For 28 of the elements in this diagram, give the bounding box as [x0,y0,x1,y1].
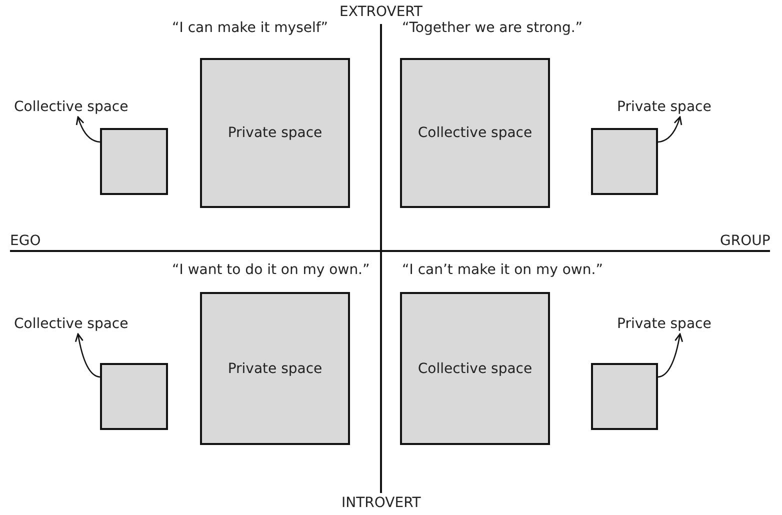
quote-text: “I can’t make it on my own.” [402,262,603,278]
axis-label: INTROVERT [342,495,421,511]
axis-label: EGO [10,233,41,249]
box-label: Collective space [418,125,532,141]
box-label: Private space [228,360,322,376]
axis-label: EXTROVERT [340,4,422,20]
space-label: Private space [617,316,712,332]
box-label: Collective space [418,360,532,376]
space-box [400,58,550,208]
space-box [200,58,350,208]
box-label: Private space [228,125,322,141]
leader-arrow [658,333,683,378]
small-square [100,363,168,430]
quote-text: “I want to do it on my own.” [172,262,370,278]
leader-arrow [658,116,682,143]
small-square [100,128,168,195]
leader-arrow [75,333,100,378]
space-box [400,292,550,445]
leader-arrow [76,116,100,143]
space-box [200,292,350,445]
space-label: Collective space [14,99,128,115]
space-label: Private space [617,99,712,115]
small-square [591,363,658,430]
quote-text: “I can make it myself” [172,20,328,36]
axis-label: GROUP [720,233,770,249]
small-square [591,128,658,195]
space-label: Collective space [14,316,128,332]
quote-text: “Together we are strong.” [402,20,583,36]
